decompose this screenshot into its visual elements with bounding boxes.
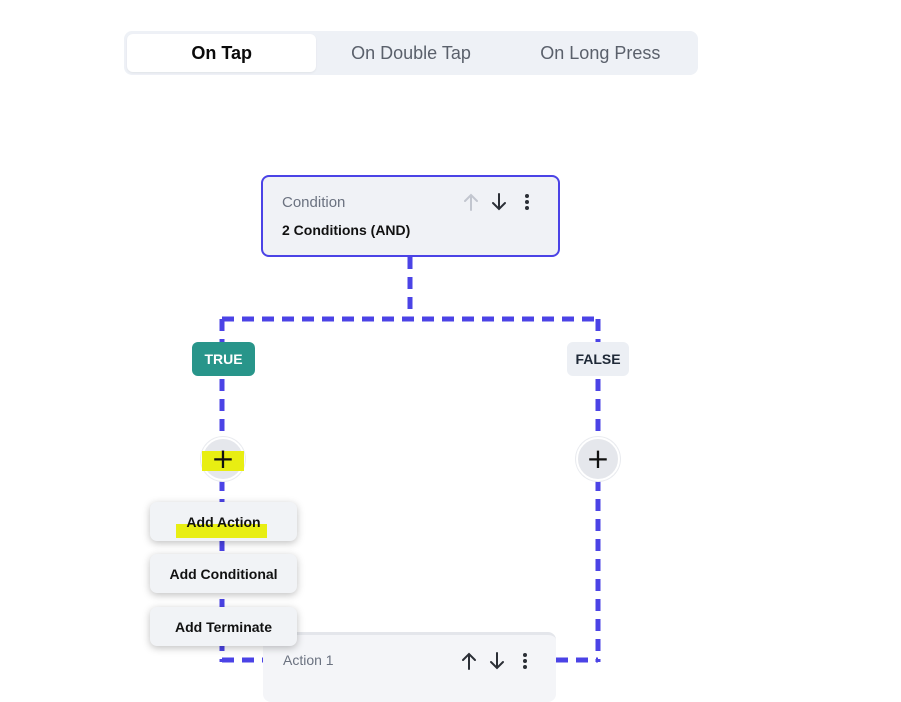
condition-title: Condition xyxy=(282,194,346,211)
arrow-down-icon[interactable] xyxy=(488,651,506,671)
arrow-down-icon[interactable] xyxy=(490,192,508,212)
trigger-tabs: On Tap On Double Tap On Long Press xyxy=(124,31,698,75)
tab-on-long-press[interactable]: On Long Press xyxy=(540,42,661,63)
add-terminate-label: Add Terminate xyxy=(175,618,272,635)
add-conditional-label: Add Conditional xyxy=(169,565,278,582)
add-action-menu-item[interactable]: Add Action xyxy=(150,502,297,541)
add-conditional-menu-item[interactable]: Add Conditional xyxy=(150,554,297,593)
plus-icon: + xyxy=(211,442,235,475)
tab-on-tap[interactable]: On Tap xyxy=(127,34,317,72)
add-action-label: Add Action xyxy=(186,513,261,530)
more-vertical-icon[interactable] xyxy=(516,651,534,671)
plus-icon: + xyxy=(586,442,610,475)
action-card[interactable]: Action 1 xyxy=(263,632,556,702)
false-branch-badge: FALSE xyxy=(567,342,629,376)
arrow-up-icon[interactable] xyxy=(460,651,478,671)
condition-card[interactable]: Condition 2 Conditions (AND) xyxy=(261,175,560,257)
more-vertical-icon[interactable] xyxy=(518,192,536,212)
add-step-false-button[interactable]: + xyxy=(576,437,620,481)
action-card-actions xyxy=(460,651,534,671)
add-terminate-menu-item[interactable]: Add Terminate xyxy=(150,607,297,646)
highlight-marker xyxy=(202,451,244,471)
arrow-up-icon[interactable] xyxy=(462,192,480,212)
action-title: Action 1 xyxy=(283,652,334,668)
condition-card-actions xyxy=(462,192,536,212)
highlight-marker xyxy=(176,524,267,538)
true-branch-badge: TRUE xyxy=(192,342,255,376)
condition-summary: 2 Conditions (AND) xyxy=(282,222,411,238)
tab-on-double-tap[interactable]: On Double Tap xyxy=(351,42,471,63)
add-step-true-button-overlay: + xyxy=(201,437,245,481)
